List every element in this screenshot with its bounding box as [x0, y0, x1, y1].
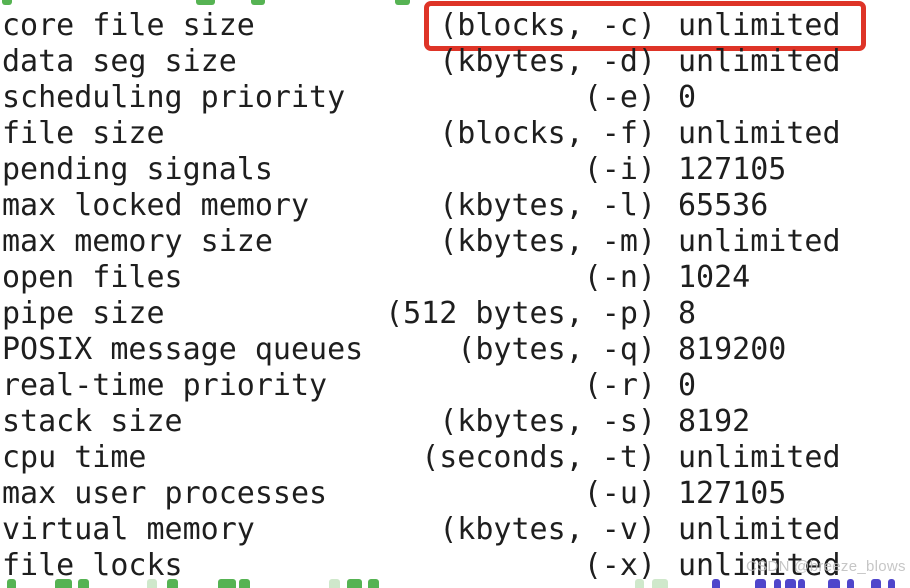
- output-row: stack size (kbytes, -s) 8192: [0, 404, 910, 440]
- limit-name: stack size: [2, 404, 183, 439]
- limit-unit-flag: (-r): [583, 368, 656, 403]
- cutoff-prompt-line-bottom-fragment: [798, 579, 805, 588]
- cutoff-prompt-line-bottom-fragment: [774, 579, 781, 588]
- limit-value: unlimited: [678, 8, 841, 43]
- limit-name: file locks: [2, 548, 183, 583]
- output-row-highlighted: core file size (blocks, -c) unlimited: [0, 1, 910, 51]
- cutoff-prompt-line-bottom-fragment: [239, 579, 250, 588]
- limit-value: 8: [678, 296, 697, 331]
- output-row: cpu time (seconds, -t) unlimited: [0, 440, 910, 476]
- limit-unit-flag: (-e): [583, 80, 656, 115]
- output-row: virtual memory (kbytes, -v) unlimited: [0, 512, 910, 548]
- output-row: pending signals (-i) 127105: [0, 152, 910, 188]
- limit-name: POSIX message queues: [2, 332, 364, 367]
- limit-value: unlimited: [678, 512, 841, 547]
- cutoff-command-line-top-fragment: [2, 0, 12, 5]
- output-row: file locks (-x) unlimited: [0, 548, 910, 584]
- limit-value: unlimited: [678, 44, 841, 79]
- cutoff-prompt-line-bottom-fragment: [828, 579, 840, 588]
- cutoff-command-line-top-fragment: [196, 0, 215, 5]
- output-row: max user processes (-u) 127105: [0, 476, 910, 512]
- cutoff-prompt-line-bottom-fragment: [218, 579, 236, 588]
- limit-name: max user processes: [2, 476, 328, 511]
- limit-name: max locked memory: [2, 188, 310, 223]
- limit-value: 1024: [678, 260, 751, 295]
- limit-value: unlimited: [678, 440, 841, 475]
- cutoff-prompt-line-bottom-fragment: [785, 579, 796, 588]
- limit-value: 65536: [678, 188, 769, 223]
- limit-value: 0: [678, 368, 697, 403]
- cutoff-prompt-line-bottom-fragment: [167, 579, 178, 588]
- limit-value: 8192: [678, 404, 751, 439]
- cutoff-prompt-line-bottom-fragment: [78, 579, 89, 588]
- cutoff-prompt-line-bottom-fragment: [329, 579, 340, 588]
- limit-name: max memory size: [2, 224, 273, 259]
- output-row: max locked memory (kbytes, -l) 65536: [0, 188, 910, 224]
- cutoff-prompt-line-bottom-fragment: [347, 579, 362, 588]
- limit-unit-flag: (kbytes, -d): [439, 44, 656, 79]
- limit-unit-flag: (kbytes, -m): [439, 224, 656, 259]
- limit-value: 819200: [678, 332, 787, 367]
- limit-name: real-time priority: [2, 368, 328, 403]
- limit-name: scheduling priority: [2, 80, 346, 115]
- limit-name: cpu time: [2, 440, 147, 475]
- limit-value: unlimited: [678, 116, 841, 151]
- cutoff-command-line-top-fragment: [395, 0, 410, 5]
- limit-unit-flag: (-x): [583, 548, 656, 583]
- limit-name: pending signals: [2, 152, 273, 187]
- limit-unit-flag: (seconds, -t): [421, 440, 656, 475]
- limit-value: unlimited: [678, 548, 841, 583]
- limit-name: core file size: [2, 8, 255, 43]
- output-row: scheduling priority (-e) 0: [0, 80, 910, 116]
- output-row: max memory size (kbytes, -m) unlimited: [0, 224, 910, 260]
- limit-unit-flag: (bytes, -q): [457, 332, 656, 367]
- cutoff-prompt-line-bottom-fragment: [888, 579, 895, 588]
- limit-name: open files: [2, 260, 183, 295]
- cutoff-prompt-line-bottom-fragment: [55, 579, 72, 588]
- cutoff-prompt-line-bottom-fragment: [147, 579, 157, 588]
- output-row: data seg size (kbytes, -d) unlimited: [0, 44, 910, 80]
- output-row: POSIX message queues (bytes, -q) 819200: [0, 332, 910, 368]
- output-row: open files (-n) 1024: [0, 260, 910, 296]
- limit-unit-flag: (-u): [583, 476, 656, 511]
- cutoff-prompt-line-bottom-fragment: [871, 579, 881, 588]
- limit-unit-flag: (-i): [583, 152, 656, 187]
- output-row: pipe size (512 bytes, -p) 8: [0, 296, 910, 332]
- limit-value: unlimited: [678, 224, 841, 259]
- cutoff-prompt-line-bottom-fragment: [635, 579, 644, 588]
- limit-name: pipe size: [2, 296, 165, 331]
- limit-unit-flag: (blocks, -f): [439, 116, 656, 151]
- limit-unit-flag: (kbytes, -l): [439, 188, 656, 223]
- watermark: CSDN @breeze_blows: [746, 558, 906, 575]
- limit-unit-flag: (kbytes, -v): [439, 512, 656, 547]
- limit-name: file size: [2, 116, 165, 151]
- limit-unit-flag: (blocks, -c): [439, 8, 656, 43]
- limit-unit-flag: (kbytes, -s): [439, 404, 656, 439]
- limit-unit-flag: (-n): [583, 260, 656, 295]
- cutoff-prompt-line-bottom-fragment: [712, 579, 720, 588]
- limit-name: data seg size: [2, 44, 237, 79]
- cutoff-command-line-top-fragment: [251, 0, 265, 5]
- output-row: file size (blocks, -f) unlimited: [0, 116, 910, 152]
- cutoff-prompt-line-bottom-fragment: [7, 579, 16, 588]
- limit-value: 0: [678, 80, 697, 115]
- cutoff-prompt-line-bottom-fragment: [652, 579, 668, 588]
- cutoff-prompt-line-bottom-fragment: [847, 579, 854, 588]
- cutoff-prompt-line-bottom-fragment: [368, 579, 379, 588]
- limit-value: 127105: [678, 152, 787, 187]
- output-row: real-time priority (-r) 0: [0, 368, 910, 404]
- limit-value: 127105: [678, 476, 787, 511]
- limit-name: virtual memory: [2, 512, 255, 547]
- limit-unit-flag: (512 bytes, -p): [385, 296, 656, 331]
- cutoff-prompt-line-bottom-fragment: [755, 579, 766, 588]
